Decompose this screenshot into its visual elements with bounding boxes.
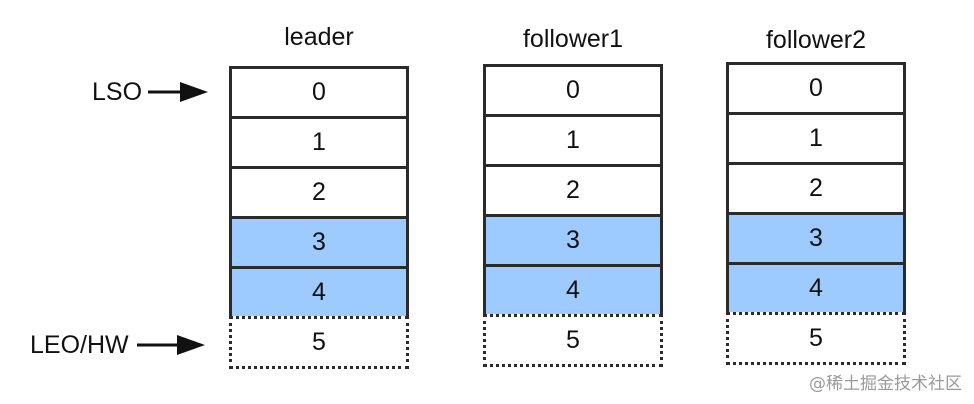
lso-marker: LSO <box>92 77 212 107</box>
follower1-cell-1: 1 <box>483 114 663 167</box>
arrow-right-icon <box>136 335 205 355</box>
leader-cell-2: 2 <box>229 166 409 219</box>
follower2-cell-4: 4 <box>726 262 906 315</box>
follower2-cell-3: 3 <box>726 212 906 265</box>
follower1-cell-2: 2 <box>483 164 663 217</box>
arrow-right-icon <box>148 82 209 102</box>
leader-cell-4: 4 <box>229 266 409 319</box>
leader-cell-1: 1 <box>229 116 409 169</box>
follower1-cell-5: 5 <box>483 314 663 367</box>
leader-cell-0: 0 <box>229 66 409 119</box>
follower1-title: follower1 <box>522 25 624 53</box>
leader-title: leader <box>284 23 354 51</box>
watermark: @稀土掘金技术社区 <box>809 374 962 394</box>
leader-cell-3: 3 <box>229 216 409 269</box>
follower2-cell-2: 2 <box>726 162 906 215</box>
follower1-cell-0: 0 <box>483 64 663 117</box>
follower2-cell-5: 5 <box>726 312 906 365</box>
follower2-title: follower2 <box>765 26 867 54</box>
follower1-cell-3: 3 <box>483 214 663 267</box>
leader-cell-5: 5 <box>229 316 409 369</box>
follower2-cell-1: 1 <box>726 112 906 165</box>
leo-hw-label: LEO/HW <box>30 331 129 359</box>
follower2-cell-0: 0 <box>726 62 906 115</box>
leo-hw-marker: LEO/HW <box>30 330 209 360</box>
lso-label: LSO <box>92 78 143 106</box>
follower1-cell-4: 4 <box>483 264 663 317</box>
